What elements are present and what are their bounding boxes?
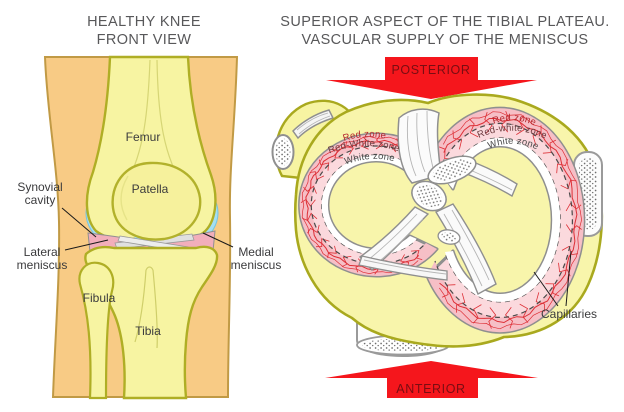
knee-illustration <box>43 55 239 400</box>
zone-label-white-right: White zone <box>486 136 540 153</box>
medial-meniscus-leader <box>202 232 234 248</box>
meniscus-ring-right <box>425 106 586 334</box>
capillaries-leader-1 <box>533 271 559 307</box>
lateral-meniscus-label: Lateral <box>24 245 61 259</box>
synovial-cavity-leader <box>61 207 97 238</box>
tibia-label: Tibia <box>135 324 161 338</box>
tibial-plateau-illustration: Red zone Red-White zone White zone Red z… <box>271 93 604 358</box>
capillaries-label: Capillaries <box>541 307 597 321</box>
posterior-arrow: POSTERIOR <box>326 57 537 99</box>
capillaries-leader-2 <box>565 250 572 307</box>
left-panel: HEALTHY KNEE FRONT VIEW <box>17 14 282 400</box>
medial-meniscus-label: Medial <box>238 245 273 259</box>
svg-text:meniscus: meniscus <box>17 258 68 272</box>
patella-bone <box>111 161 202 241</box>
right-title-line1: SUPERIOR ASPECT OF THE TIBIAL PLATEAU. <box>280 14 609 30</box>
anterior-arrow: ANTERIOR <box>325 361 538 398</box>
svg-text:cavity: cavity <box>25 193 56 207</box>
lateral-meniscus-leader <box>64 239 109 251</box>
left-title-line1: HEALTHY KNEE <box>87 14 201 30</box>
femur-label: Femur <box>126 130 161 144</box>
right-title-line2: VASCULAR SUPPLY OF THE MENISCUS <box>302 32 589 48</box>
svg-text:meniscus: meniscus <box>231 258 282 272</box>
cruciate-ligaments <box>358 108 518 296</box>
anterior-arrow-label: ANTERIOR <box>396 382 465 396</box>
right-panel: SUPERIOR ASPECT OF THE TIBIAL PLATEAU. V… <box>271 14 609 398</box>
fibula-label: Fibula <box>83 291 116 305</box>
patella-label: Patella <box>132 182 169 196</box>
posterior-arrow-label: POSTERIOR <box>391 63 470 77</box>
capillary-network-right <box>438 110 582 330</box>
synovial-cavity-label: Synovial <box>17 180 62 194</box>
fibula-bone <box>78 261 115 400</box>
left-title-line2: FRONT VIEW <box>97 32 192 48</box>
